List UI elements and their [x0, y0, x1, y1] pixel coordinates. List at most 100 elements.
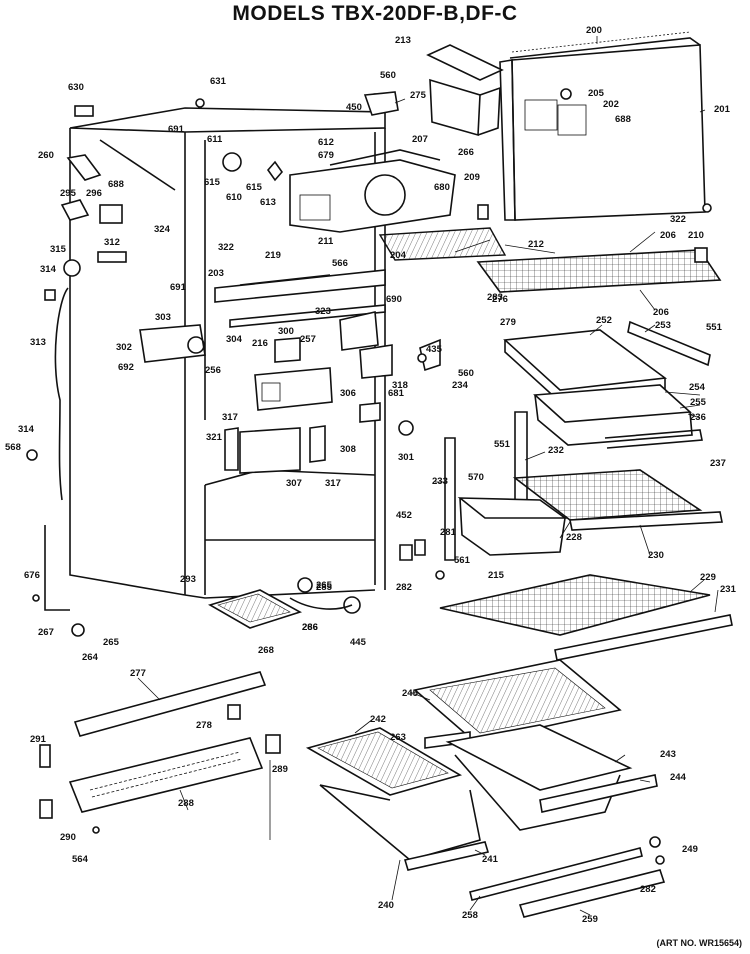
part-label-308: 308	[340, 444, 356, 455]
part-label-286: 286	[302, 622, 318, 633]
part-label-268: 268	[258, 645, 274, 656]
part-label-265: 265	[103, 637, 120, 648]
part-label-691b: 691	[170, 282, 187, 293]
part-label-253: 253	[655, 320, 671, 331]
part-label-216: 216	[252, 338, 268, 349]
freezer-door-liner	[499, 31, 706, 221]
part-label-288: 288	[178, 798, 194, 809]
part-label-260: 260	[38, 150, 54, 161]
part-label-256: 256	[205, 365, 221, 376]
part-label-264: 264	[82, 652, 99, 663]
part-label-570: 570	[468, 472, 484, 483]
part-label-204: 204	[390, 250, 407, 261]
part-label-233: 233	[432, 476, 448, 487]
part-label-234: 234	[452, 380, 469, 391]
part-label-301: 301	[398, 452, 415, 463]
evaporator-housing	[289, 149, 456, 233]
part-label-680: 680	[434, 182, 450, 193]
part-label-240: 240	[378, 900, 394, 911]
part-label-293: 293	[180, 574, 196, 585]
part-label-445: 445	[350, 637, 367, 648]
part-label-314: 314	[40, 264, 57, 275]
small-parts	[26, 91, 712, 865]
part-label-314b: 314	[18, 424, 35, 435]
part-label-676: 676	[24, 570, 40, 581]
part-label-212: 212	[528, 239, 544, 250]
part-label-236: 236	[690, 412, 706, 423]
part-label-200: 200	[586, 25, 602, 36]
part-label-231: 231	[720, 584, 737, 595]
part-label-281: 281	[440, 527, 457, 538]
part-label-229: 229	[700, 572, 716, 583]
part-label-450: 450	[346, 102, 362, 113]
part-label-206b: 206	[653, 307, 669, 318]
part-label-315: 315	[50, 244, 67, 255]
part-label-243: 243	[660, 749, 676, 760]
part-label-244: 244	[670, 772, 687, 783]
part-label-249: 249	[682, 844, 698, 855]
part-label-211: 211	[318, 236, 334, 247]
leader-lines	[137, 36, 719, 916]
part-label-679: 679	[318, 150, 334, 161]
part-label-265b: 265	[316, 580, 333, 591]
crisper-drawer-right	[445, 724, 658, 831]
part-label-631: 631	[210, 76, 227, 87]
toe-grille	[68, 737, 264, 813]
part-label-452: 452	[396, 510, 412, 521]
part-label-296: 296	[86, 188, 102, 199]
part-label-245: 245	[402, 688, 419, 699]
part-label-322: 322	[218, 242, 234, 253]
part-label-566: 566	[332, 258, 348, 269]
part-label-612: 612	[318, 137, 334, 148]
part-label-201: 201	[714, 104, 731, 115]
part-label-232: 232	[548, 445, 564, 456]
part-label-228: 228	[566, 532, 582, 543]
crossbar	[214, 269, 386, 328]
part-label-258: 258	[462, 910, 478, 921]
part-label-290: 290	[60, 832, 76, 843]
part-label-255: 255	[690, 397, 707, 408]
part-label-306: 306	[340, 388, 356, 399]
part-label-283: 283	[487, 292, 503, 303]
part-label-202: 202	[603, 99, 619, 110]
drawer-track	[518, 869, 666, 918]
part-label-263: 263	[390, 732, 406, 743]
frame-bar	[73, 671, 267, 737]
part-label-267: 267	[38, 627, 54, 638]
part-label-259: 259	[582, 914, 598, 925]
control-assembly	[139, 324, 301, 363]
part-label-276: 276	[492, 294, 508, 305]
part-label-289: 289	[272, 764, 288, 775]
part-label-551: 551	[706, 322, 723, 333]
part-label-551b: 551	[494, 439, 511, 450]
part-label-207: 207	[412, 134, 428, 145]
part-label-312: 312	[104, 237, 120, 248]
part-label-561: 561	[454, 555, 471, 566]
part-label-285: 285	[316, 582, 333, 593]
part-label-322b: 322	[670, 214, 686, 225]
part-label-560b: 560	[458, 368, 474, 379]
part-label-313: 313	[30, 337, 46, 348]
part-label-237: 237	[710, 458, 726, 469]
part-label-688: 688	[108, 179, 124, 190]
drawer-rail	[627, 320, 711, 367]
deli-bin	[457, 497, 568, 556]
crisper-drawer-left	[305, 727, 490, 871]
bottom-shelf	[439, 574, 733, 661]
part-label-266b: 266	[302, 622, 318, 633]
part-label-630: 630	[68, 82, 84, 93]
part-label-295: 295	[60, 188, 77, 199]
part-label-254: 254	[689, 382, 706, 393]
part-label-213: 213	[395, 35, 411, 46]
part-label-252: 252	[596, 315, 612, 326]
part-label-230: 230	[648, 550, 664, 561]
part-label-210: 210	[688, 230, 704, 241]
part-label-321: 321	[206, 432, 223, 443]
part-label-277: 277	[130, 668, 146, 679]
part-label-615: 615	[204, 177, 221, 188]
part-label-324: 324	[154, 224, 171, 235]
drawer-slide	[469, 847, 643, 901]
drain-pan	[207, 589, 303, 629]
part-label-692: 692	[118, 362, 134, 373]
